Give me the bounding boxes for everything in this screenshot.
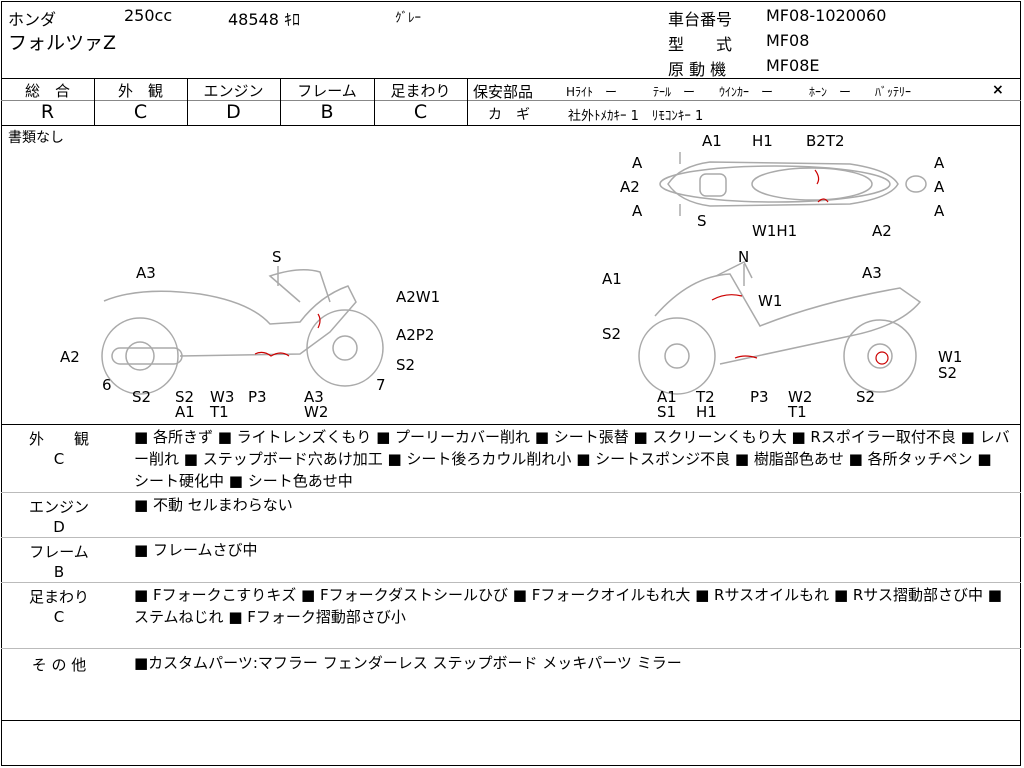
remarks-bottom-line <box>1 720 1021 721</box>
frame-section-grade: B <box>53 563 65 581</box>
suspension-section-label: 足まわり <box>28 588 89 606</box>
diagram-label: S2 <box>396 356 416 374</box>
other-section-label: そ の 他 <box>31 656 87 674</box>
diagram-label: T1 <box>210 403 229 421</box>
mileage: 48548 ｷﾛ <box>228 10 300 29</box>
diagram-label: S <box>272 248 282 266</box>
diagram-label: A <box>934 178 945 196</box>
grade-suspension-label: 足まわり <box>390 82 451 100</box>
diagram-label: A1 <box>657 388 677 406</box>
frame-no: MF08-1020060 <box>766 6 887 25</box>
diagram-label: W2 <box>788 388 813 406</box>
diagram-label: A2 <box>620 178 640 196</box>
exterior-remarks: ■ 各所きず ■ ライトレンズくもり ■ プーリーカバー削れ ■ シート張替 ■… <box>134 428 1010 490</box>
diagram-label: A2 <box>60 348 80 366</box>
model-name: フォルツァZ <box>8 32 117 54</box>
diagram-label: A <box>632 202 643 220</box>
diagram-label: A <box>632 154 643 172</box>
grade-exterior-value: C <box>133 101 148 123</box>
diagram-label: B2T2 <box>806 132 845 150</box>
diagram-label: W1 <box>758 292 783 310</box>
type-label: 型 式 <box>668 35 733 54</box>
diagram-label: W1 <box>938 348 963 366</box>
other-remarks: ■カスタムパーツ:マフラー フェンダーレス ステップボード メッキパーツ ミラー <box>134 654 682 672</box>
diagram-label: S2 <box>132 388 152 406</box>
frame-section-label: フレーム <box>29 543 89 561</box>
diagram-label: A1 <box>175 403 195 421</box>
diagram-label: S2 <box>938 364 958 382</box>
grade-total-value: R <box>40 101 55 123</box>
diagram-label: P3 <box>750 388 769 406</box>
grade-engine-value: D <box>226 101 241 123</box>
diagram-label: A2 <box>872 222 892 240</box>
maker: ホンダ <box>8 10 57 29</box>
grade-frame-value: B <box>320 101 334 123</box>
diagram-label: A <box>934 154 945 172</box>
suspension-remarks: ■ Fフォークこすりキズ ■ Fフォークダストシールひび ■ Fフォークオイルも… <box>134 586 1002 626</box>
scooter-right-view <box>638 260 922 395</box>
diagram-label: 7 <box>376 376 386 394</box>
scooter-left-view <box>101 266 384 395</box>
diagram-label: T1 <box>788 403 807 421</box>
diagram-label: A3 <box>862 264 882 282</box>
battery-mark: × <box>992 82 1004 98</box>
diagram-label: A3 <box>304 388 324 406</box>
diagram-label: W1H1 <box>752 222 798 240</box>
exterior-section-label: 外 観 <box>28 430 89 448</box>
engine-label: 原 動 機 <box>668 60 727 79</box>
grade-table-top <box>1 78 1021 79</box>
diagram-label: 6 <box>102 376 112 394</box>
safety-parts-items: Hﾗｲﾄ ー ﾃｰﾙ ー ｳｲﾝｶｰ ー ﾎｰﾝ ー ﾊﾞｯﾃﾘｰ <box>566 85 912 99</box>
diagram-label: H1 <box>752 132 773 150</box>
diagram-label: A2W1 <box>396 288 441 306</box>
diagram-label: S <box>697 212 707 230</box>
frame-no-label: 車台番号 <box>668 10 733 29</box>
diagram-label: A1 <box>602 270 622 288</box>
grade-suspension-value: C <box>413 101 428 123</box>
scooter-top-view <box>659 152 927 216</box>
diagram-label: W3 <box>210 388 235 406</box>
engine-section-label: エンジン <box>28 498 89 516</box>
engine-remarks: ■ 不動 セルまわらない <box>134 496 293 514</box>
engine-section-grade: D <box>53 518 65 536</box>
diagram-label: S2 <box>602 325 622 343</box>
diagram-label: N <box>738 248 750 266</box>
body-color: ｸﾞﾚｰ <box>395 11 421 26</box>
grade-total-label: 総 合 <box>24 82 70 100</box>
safety-parts-title: 保安部品 <box>473 83 534 101</box>
grade-frame-label: フレーム <box>297 82 357 100</box>
diagram-label: W2 <box>304 403 329 421</box>
diagram-label: S2 <box>175 388 195 406</box>
grade-table-mid <box>1 100 467 101</box>
diagram-label: P3 <box>248 388 267 406</box>
engine-value: MF08E <box>766 56 820 75</box>
key-label: カ ギ <box>488 107 530 123</box>
key-value: 社外ﾄﾒｶｷｰ 1 ﾘﾓｺﾝｷｰ 1 <box>568 109 704 124</box>
remarks-top-line <box>1 424 1021 425</box>
diagram-label: A1 <box>702 132 722 150</box>
displacement: 250cc <box>124 6 173 25</box>
grade-engine-label: エンジン <box>203 82 264 100</box>
diagram-label: S2 <box>856 388 876 406</box>
frame-remarks: ■ フレームさび中 <box>134 541 258 559</box>
exterior-section-grade: C <box>53 450 65 468</box>
diagram-label: A3 <box>136 264 156 282</box>
diagram-label: H1 <box>696 403 717 421</box>
grade-exterior-label: 外 観 <box>117 82 163 100</box>
documents-note: 書類なし <box>8 130 64 146</box>
suspension-section-grade: C <box>53 608 65 626</box>
damage-diagram <box>101 152 927 395</box>
diagram-label: T2 <box>696 388 715 406</box>
parts-table-mid <box>467 100 1021 101</box>
diagram-label: A2P2 <box>396 326 435 344</box>
diagram-label: A <box>934 202 945 220</box>
diagram-label: S1 <box>657 403 677 421</box>
type-value: MF08 <box>766 31 810 50</box>
grade-table-bottom <box>1 125 1021 126</box>
